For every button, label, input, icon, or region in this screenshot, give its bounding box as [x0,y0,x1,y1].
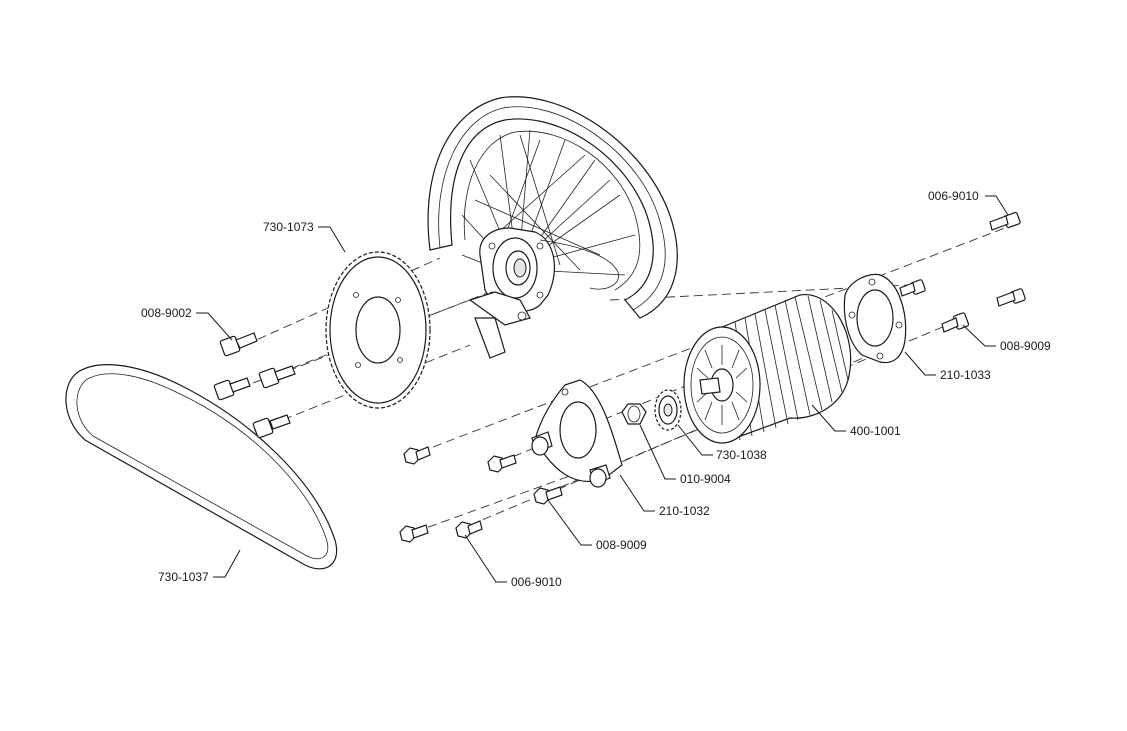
bolt [399,524,429,543]
bolt [996,288,1026,307]
label-730-1073: 730-1073 [263,220,314,234]
bolt [403,446,431,465]
bolt [213,377,251,401]
motor-endcap-vents [696,345,748,425]
label-210-1033: 210-1033 [940,368,991,382]
label-006-9010-bottom: 006-9010 [511,575,562,589]
rear-sprocket [325,251,431,409]
bolt [258,365,296,389]
bolt [989,211,1021,231]
label-210-1032: 210-1032 [659,504,710,518]
bolt [455,520,483,539]
drive-belt [65,364,338,570]
wheel-hub-flange [468,291,531,326]
rear-wheel [427,96,678,359]
electric-motor [683,294,852,444]
wheel-hub [479,227,619,312]
label-006-9010-top: 006-9010 [928,189,979,203]
bolt [533,486,563,505]
shaft-nut [621,403,647,425]
motor-mount-plate-right [843,273,907,364]
label-008-9009-bottom: 008-9009 [596,538,647,552]
right-fasteners [899,211,1026,333]
label-400-1001: 400-1001 [850,424,901,438]
bottom-fasteners [399,446,563,543]
motor-mount-plate-left [531,379,623,488]
label-010-9004: 010-9004 [680,472,731,486]
label-008-9002: 008-9002 [141,306,192,320]
sprocket-bolts [213,332,296,439]
bolt [487,454,517,473]
motor-shaft [699,377,721,395]
bolt [252,414,291,439]
part-labels: 730-1073 008-9002 006-9010 008-9009 210-… [141,189,1051,589]
drive-pulley [654,389,682,431]
label-730-1038: 730-1038 [716,448,767,462]
label-008-9009-right: 008-9009 [1000,339,1051,353]
label-730-1037: 730-1037 [158,570,209,584]
bolt [219,332,258,357]
brake-mount [474,317,506,359]
bolt [941,312,970,333]
leader-lines [196,195,1009,583]
bolt [899,279,926,297]
